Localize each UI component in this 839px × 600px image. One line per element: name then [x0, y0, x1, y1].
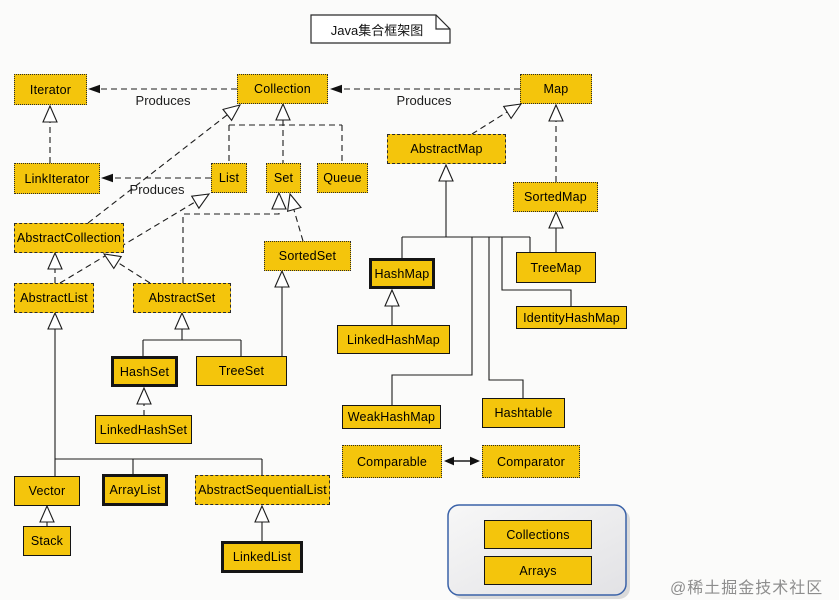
node-linkiterator: LinkIterator	[14, 163, 100, 194]
node-treemap: TreeMap	[516, 252, 596, 283]
edge-treemap-implements-sortedmap	[548, 210, 564, 252]
edge-linkedlist-extends-abstractsequentiallist	[254, 504, 270, 541]
edge-map-produces-collection	[330, 84, 520, 94]
node-set: Set	[266, 163, 301, 193]
node-linkedhashset: LinkedHashSet	[95, 415, 192, 444]
edge-linkedhashset-extends-hashset	[136, 386, 152, 415]
edge-linkedhashmap-extends-hashmap	[384, 288, 400, 325]
node-arrays: Arrays	[484, 556, 592, 585]
node-stack: Stack	[23, 526, 71, 556]
node-list: List	[211, 163, 247, 193]
node-treeset: TreeSet	[196, 356, 287, 386]
edge-lists-extend-abstractlist	[47, 311, 263, 476]
edge-abstractlist-implements-list	[59, 193, 211, 284]
node-collections: Collections	[484, 520, 592, 549]
edge-linkiterator-extends-iterator	[42, 104, 58, 163]
watermark: @稀土掘金技术社区	[670, 580, 824, 597]
node-collection: Collection	[237, 74, 328, 104]
node-vector: Vector	[14, 476, 80, 506]
node-abstractsequentiallist: AbstractSequentialList	[195, 475, 330, 505]
node-linkedhashmap: LinkedHashMap	[337, 325, 450, 354]
node-hashmap: HashMap	[369, 258, 435, 289]
node-queue: Queue	[317, 163, 368, 193]
node-linkedlist: LinkedList	[221, 541, 303, 573]
edge-comparable-comparator	[444, 456, 480, 466]
edge-list-set-queue-extend-collection	[228, 102, 343, 163]
node-weakhashmap: WeakHashMap	[342, 405, 441, 429]
node-abstractcollection: AbstractCollection	[14, 223, 124, 253]
node-iterator: Iterator	[14, 74, 87, 105]
edge-abstractset-extends-abstractcollection	[102, 253, 151, 284]
diagram-title: Java集合框架图	[330, 22, 424, 38]
node-abstractset: AbstractSet	[133, 283, 231, 313]
produces-label-1: Produces	[135, 93, 191, 108]
node-identityhashmap: IdentityHashMap	[516, 306, 627, 329]
node-abstractlist: AbstractList	[14, 283, 94, 313]
edge-abstractmap-implements-map	[471, 103, 523, 135]
edge-list-produces-linkiterator	[101, 173, 211, 183]
edge-abstractcollection-implements-collection	[87, 104, 242, 224]
node-hashset: HashSet	[111, 356, 178, 387]
edge-collection-produces-iterator	[88, 84, 237, 94]
edge-stack-extends-vector	[39, 504, 55, 526]
node-hashtable: Hashtable	[482, 398, 565, 428]
node-sortedset: SortedSet	[264, 241, 351, 271]
edge-sets-extend-abstractset	[142, 311, 242, 356]
node-map: Map	[520, 74, 592, 104]
node-comparable: Comparable	[342, 445, 442, 478]
edge-abstractset-implements-set	[182, 191, 287, 283]
edge-maps-extend-abstractmap	[391, 163, 572, 405]
edge-abstractlist-extends-abstractcollection	[47, 251, 63, 283]
title-note-shape	[310, 14, 451, 44]
node-abstractmap: AbstractMap	[387, 134, 506, 164]
produces-label-3: Produces	[129, 182, 185, 197]
produces-label-2: Produces	[396, 93, 452, 108]
node-arraylist: ArrayList	[102, 474, 168, 506]
edge-sortedmap-extends-map	[548, 103, 564, 182]
edge-treeset-implements-sortedset	[274, 269, 290, 356]
node-comparator: Comparator	[482, 445, 580, 478]
edge-sortedset-extends-set	[286, 192, 304, 242]
node-sortedmap: SortedMap	[513, 182, 598, 212]
